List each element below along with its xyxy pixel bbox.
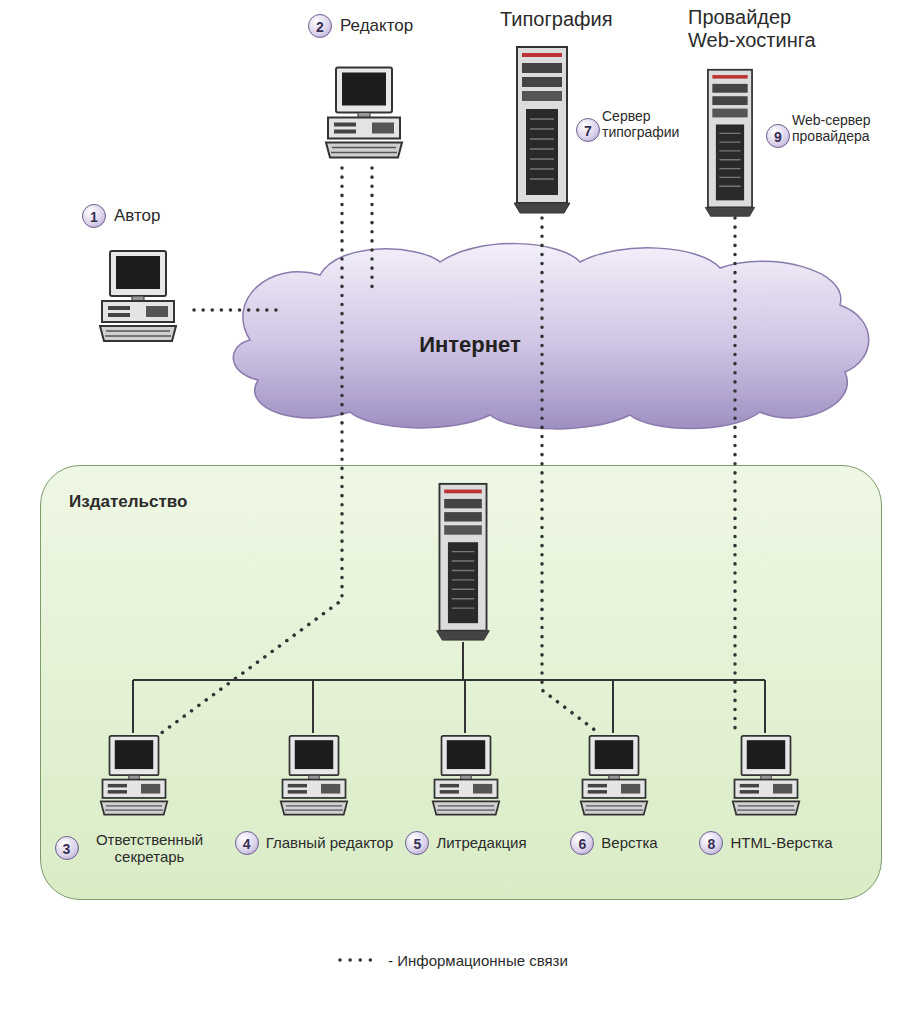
legend-line-sample [336,955,382,965]
information-link [370,168,374,290]
workstation-caption: 3 Ответственный секретарь [55,831,214,866]
callout-number: 3 [55,836,79,860]
workstation-caption: 4 Главный редактор [235,831,394,855]
server-node: Типография 7Сервер типографии [500,2,688,218]
computer-icon [98,250,178,345]
callout-number: 5 [405,831,429,855]
node-label: HTML-Верстка [730,834,832,851]
workstation-node: 5 Литредакция [381,734,551,855]
node-label: Web-сервер провайдера [792,112,884,144]
computer-icon [99,734,169,819]
callout-number: 7 [576,118,600,142]
callout-number: 8 [699,831,723,855]
workstation-node: 8 HTML-Верстка [681,734,851,855]
server-node: Провайдер Web-хостинга 9Web-сервер провай… [688,2,896,218]
node-label: Автор [114,206,161,226]
legend-text: - Информационные связи [388,952,568,969]
region-title: Издательство [69,492,187,512]
node-label: Типография [500,8,612,31]
node-label: Провайдер Web-хостинга [688,6,838,52]
computer-icon [431,734,501,819]
computer-node: 1 Автор [82,198,194,348]
information-link [194,308,280,312]
publisher-region: Издательство 3 Ответственный секретарь 4 Гла… [40,465,882,900]
node-label: Редактор [340,16,413,36]
node-label: Ответственный секретарь [86,831,214,866]
callout-number: 9 [766,124,790,148]
computer-icon [579,734,649,819]
workstation-node: 3 Ответственный секретарь [49,734,219,866]
callout-number: 2 [308,14,332,38]
workstation-node: 4 Главный редактор [229,734,399,855]
workstation-node: 6 Верстка [529,734,699,855]
computer-icon [324,64,404,164]
workstation-caption: 5 Литредакция [405,831,526,855]
workstation-caption: 6 Верстка [570,831,657,855]
callout-number: 4 [235,831,259,855]
computer-node: 2 Редактор [306,6,418,168]
node-label: Сервер типографии [602,108,684,140]
internet-cloud [233,244,868,429]
server-icon [702,68,758,218]
computer-icon [279,734,349,819]
callout-number: 1 [82,204,106,228]
computer-icon [731,734,801,819]
callout-number: 6 [570,831,594,855]
node-label: Главный редактор [266,834,394,851]
legend-row: - Информационные связи [0,950,904,969]
workstation-caption: 8 HTML-Верстка [699,831,832,855]
legend: - Информационные связи [0,950,904,969]
node-label: Литредакция [436,834,526,851]
node-label: Верстка [601,834,657,851]
internet-cloud-node: Интернет [280,290,660,400]
server-icon [514,42,570,218]
cloud-label: Интернет [419,332,521,358]
